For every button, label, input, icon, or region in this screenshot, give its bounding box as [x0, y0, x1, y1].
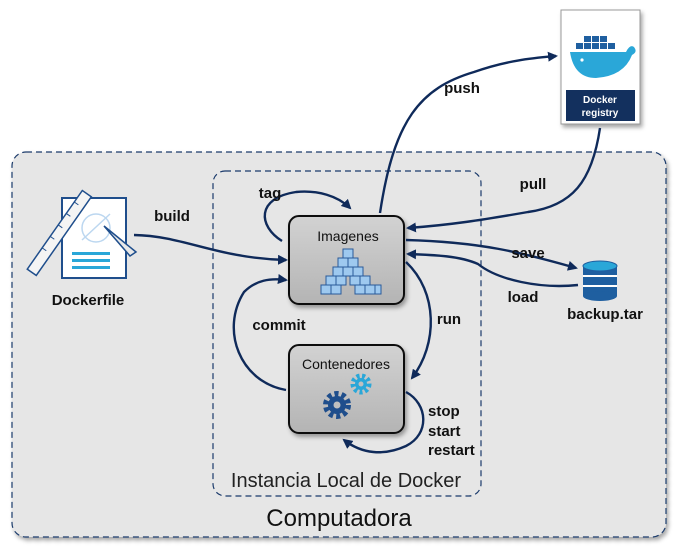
pull-label: pull	[520, 176, 547, 193]
dockerfile-label: Dockerfile	[52, 292, 125, 309]
backup-label: backup.tar	[567, 306, 643, 323]
commit-label: commit	[252, 317, 305, 334]
save-label: save	[511, 245, 544, 262]
restart-label: restart	[428, 442, 475, 459]
commit-arrow	[232, 274, 288, 392]
computer-label: Computadora	[266, 505, 412, 532]
local-instance-label: Instancia Local de Docker	[231, 470, 461, 492]
registry-label-line2: registry	[582, 108, 619, 119]
registry-label-line1: Docker	[583, 95, 617, 106]
load-label: load	[508, 289, 539, 306]
blueprint-document-icon	[26, 189, 138, 279]
push-label: push	[444, 80, 480, 97]
edge-labels: build tag push pull save load run commit…	[154, 80, 546, 459]
push-arrow	[378, 51, 558, 214]
tag-label: tag	[259, 185, 282, 202]
dockerfile-node: Dockerfile	[26, 189, 138, 309]
containers-box: Contenedores	[288, 344, 405, 434]
build-label: build	[154, 208, 190, 225]
build-arrow	[133, 233, 288, 265]
stacked-cubes-icon	[320, 248, 382, 295]
run-arrow	[405, 261, 432, 380]
load-arrow	[406, 249, 579, 288]
docker-whale-icon	[570, 36, 636, 78]
stop-label: stop	[428, 403, 460, 420]
registry-node: Docker registry	[560, 9, 641, 125]
database-icon	[582, 260, 618, 301]
start-label: start	[428, 423, 461, 440]
run-label: run	[437, 311, 461, 328]
images-label: Imagenes	[317, 228, 378, 244]
pull-arrow	[406, 127, 602, 233]
backup-node: backup.tar	[567, 260, 643, 323]
images-box: Imagenes	[288, 215, 405, 305]
lifecycle-arrow	[342, 390, 425, 454]
local-instance-region: Instancia Local de Docker	[212, 170, 482, 497]
gears-icon	[323, 373, 372, 419]
arrows	[133, 51, 602, 454]
save-arrow	[405, 238, 578, 271]
containers-label: Contenedores	[302, 356, 390, 372]
tag-arrow	[263, 190, 352, 243]
